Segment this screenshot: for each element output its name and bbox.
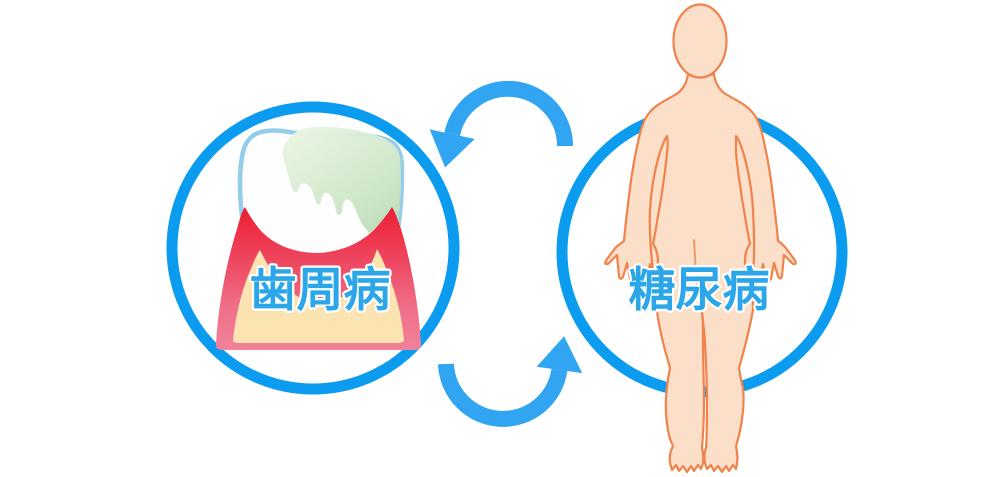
top-arrow-head	[429, 129, 475, 168]
curved-arrow-top	[429, 80, 574, 168]
belly-midline	[693, 239, 698, 291]
bottom-arrow-arc	[438, 363, 568, 427]
top-arrow-arc	[444, 80, 574, 147]
body-silhouette	[604, 72, 797, 474]
head	[672, 3, 728, 79]
curved-arrow-bottom	[438, 336, 583, 427]
bottom-arrow-head	[536, 336, 583, 374]
diabetes-label: 糖尿病	[629, 263, 770, 318]
periodontal-disease-label: 歯周病	[250, 263, 391, 318]
tooth-periodontitis-icon	[216, 126, 421, 350]
jawbone	[233, 249, 404, 343]
human-body-icon	[604, 3, 797, 474]
plaque-blob	[282, 126, 401, 275]
cycle-arrows	[429, 80, 583, 427]
